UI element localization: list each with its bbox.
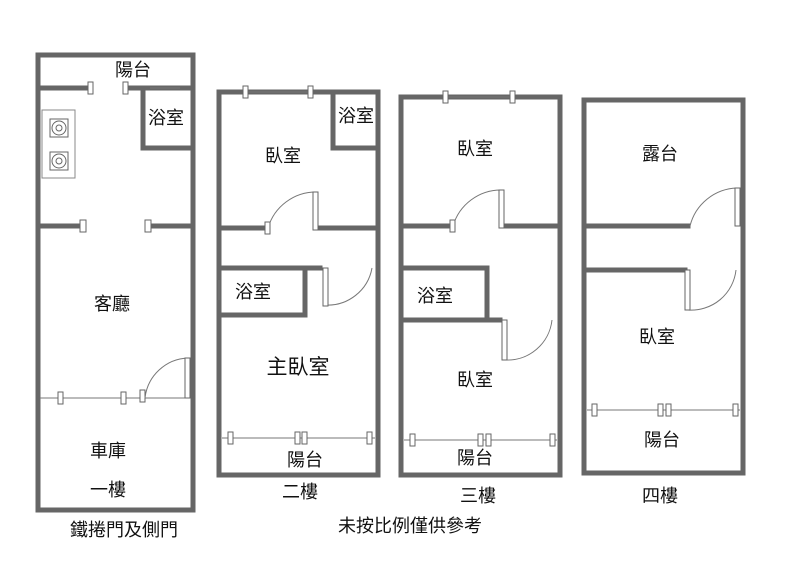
room-label: 車庫 (90, 441, 126, 462)
room-label: 臥室 (457, 139, 493, 160)
floor-label: 三樓 (460, 486, 496, 507)
room-label: 露台 (642, 144, 678, 165)
floor-note: 鐵捲門及側門 (70, 520, 178, 541)
room-label: 臥室 (265, 146, 301, 167)
room-label: 客廳 (94, 294, 130, 315)
room-label: 陽台 (115, 60, 151, 81)
room-label: 陽台 (287, 450, 323, 471)
floor-2-plan (216, 85, 381, 478)
floor-4-plan (581, 97, 746, 476)
room-label: 臥室 (639, 327, 675, 348)
room-label: 陽台 (457, 448, 493, 469)
floor-label: 一樓 (90, 480, 126, 501)
room-label: 主臥室 (267, 355, 330, 379)
floor-label: 四樓 (642, 486, 678, 507)
room-label: 臥室 (457, 370, 493, 391)
room-label: 浴室 (338, 106, 374, 127)
room-label: 浴室 (235, 282, 271, 303)
disclaimer: 未按比例僅供參考 (338, 516, 482, 537)
room-label: 浴室 (148, 108, 184, 129)
floor-label: 二樓 (282, 482, 318, 503)
floor-1-plan (35, 52, 196, 513)
stove-icon (41, 109, 76, 179)
room-label: 陽台 (644, 430, 680, 451)
floor-3-plan (398, 90, 563, 478)
room-label: 浴室 (417, 286, 453, 307)
